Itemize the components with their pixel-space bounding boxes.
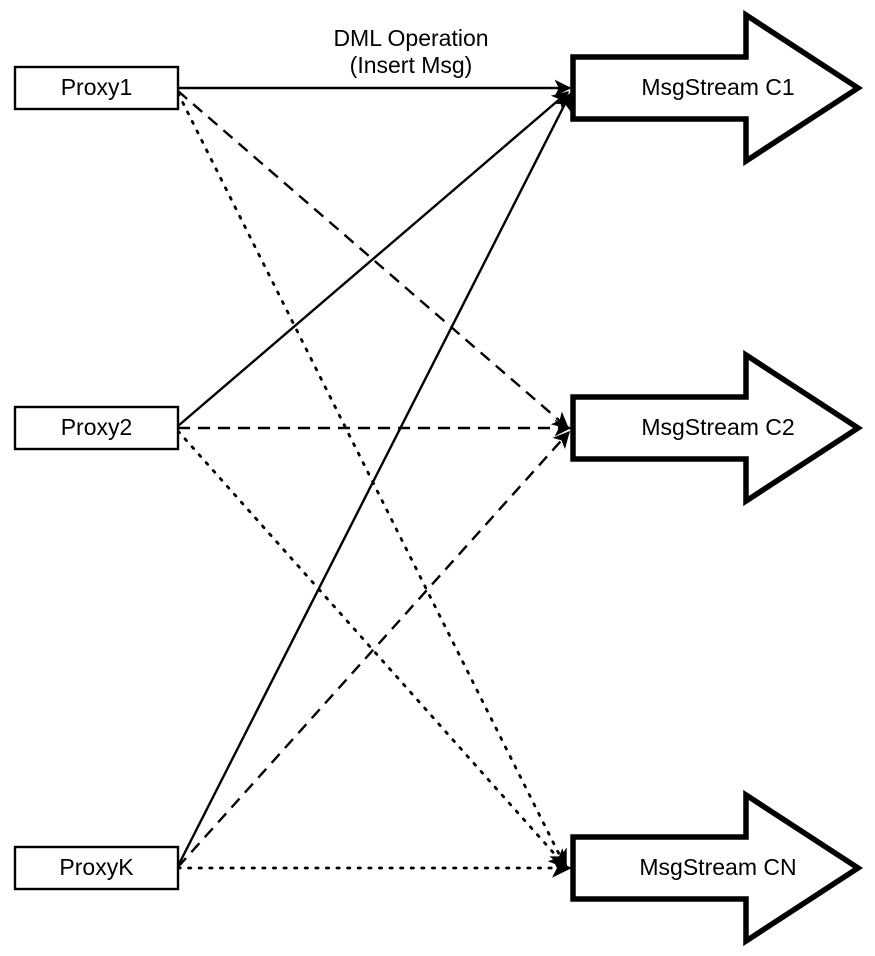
- node-proxy2[interactable]: Proxy2: [13, 405, 180, 451]
- edge-caption-line-2: (Insert Msg): [350, 52, 473, 78]
- node-proxy1[interactable]: Proxy1: [13, 65, 180, 111]
- node-proxyk-box[interactable]: [13, 845, 180, 891]
- edges-layer: [176, 79, 572, 878]
- node-msgstream-cn[interactable]: MsgStream CN: [570, 789, 864, 947]
- node-proxy2-label: Proxy2: [61, 414, 133, 440]
- edge-proxy2-c1[interactable]: [177, 91, 570, 427]
- edge-caption-line-1: DML Operation: [333, 25, 488, 51]
- edge-caption: DML Operation (Insert Msg): [333, 25, 488, 78]
- block-arrow-shape-c2[interactable]: [570, 349, 864, 507]
- node-msgstream-c2[interactable]: MsgStream C2: [570, 349, 864, 507]
- block-arrow-shape-cn[interactable]: [570, 789, 864, 947]
- edge-proxyk-c1[interactable]: [176, 92, 572, 867]
- node-proxyk-label: ProxyK: [59, 854, 134, 880]
- proxy-nodes-layer: Proxy1 Proxy2 ProxyK: [13, 65, 180, 891]
- node-proxyk[interactable]: ProxyK: [13, 845, 180, 891]
- stream-nodes-layer: MsgStream C1 MsgStream C2 MsgStream CN: [570, 9, 864, 947]
- edge-proxy1-c2[interactable]: [177, 90, 570, 429]
- node-proxy1-box[interactable]: [13, 65, 180, 111]
- node-proxy2-box[interactable]: [13, 405, 180, 451]
- node-msgstream-c1[interactable]: MsgStream C1: [570, 9, 864, 167]
- edge-proxyk-c2[interactable]: [177, 430, 570, 868]
- node-msgstream-c2-label: MsgStream C2: [641, 414, 794, 440]
- node-proxy1-label: Proxy1: [61, 74, 133, 100]
- edge-proxy1-cn[interactable]: [176, 91, 568, 870]
- block-arrow-shape-c1[interactable]: [570, 9, 864, 167]
- node-msgstream-c1-label: MsgStream C1: [641, 74, 794, 100]
- node-msgstream-cn-label: MsgStream CN: [639, 854, 796, 880]
- edge-proxy2-cn[interactable]: [176, 429, 569, 870]
